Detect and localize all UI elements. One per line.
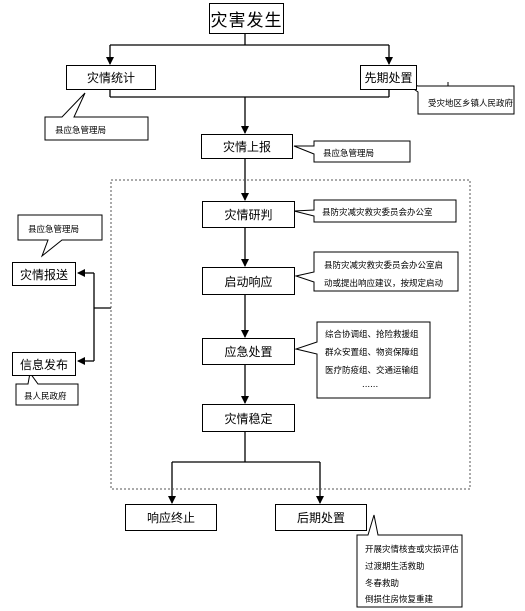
note-activate-agency-1: 县防灾减灾救灾委员会办公室启: [324, 261, 444, 271]
note-aftermath-item-1: 开展灾情核查或灾损评估: [365, 545, 459, 555]
note-aftermath-item-2: 过渡期生活救助: [365, 562, 425, 572]
callout-bubble: [294, 321, 431, 399]
node-disaster-occurs: 灾害发生: [209, 3, 284, 34]
note-handling-group-1: 综合协调组、抢险救援组: [325, 330, 419, 340]
note-handling-group-4: ......: [362, 380, 379, 390]
note-aftermath-item-4: 倒损住房恢复重建: [365, 595, 434, 605]
node-aftermath: 后期处置: [275, 504, 367, 531]
note-aftermath-item-3: 冬春救助: [365, 579, 400, 589]
node-emergency-handling: 应急处置: [202, 338, 295, 365]
note-report-agency: 县应急管理局: [323, 149, 375, 159]
note-handling-group-2: 群众安置组、物资保障组: [325, 348, 419, 358]
callout-bubble: [293, 140, 411, 163]
node-disaster-report-send: 灾情报送: [12, 262, 76, 286]
note-release-agency: 县人民政府: [24, 392, 67, 402]
response-frame: [110, 179, 471, 490]
node-disaster-assessment: 灾情研判: [202, 201, 295, 228]
node-initial-response: 先期处置: [360, 65, 417, 90]
node-disaster-stable: 灾情稳定: [202, 404, 295, 432]
note-handling-group-3: 医疗防疫组、交通运输组: [325, 366, 419, 376]
node-response-end: 响应终止: [125, 504, 217, 531]
note-stat-agency: 县应急管理局: [55, 126, 107, 136]
node-info-release: 信息发布: [12, 352, 76, 376]
callout-bubble: [293, 199, 457, 223]
note-assessment-agency: 县防灾减灾救灾委员会办公室: [322, 208, 433, 218]
node-disaster-report: 灾情上报: [201, 134, 293, 159]
note-activate-agency-2: 动或提出响应建议，按规定启动: [324, 279, 444, 289]
callout-bubble: [356, 514, 463, 608]
callout-bubble: [44, 92, 149, 141]
node-disaster-statistics: 灾情统计: [66, 65, 156, 90]
callout-bubble: [15, 371, 79, 406]
callout-bubble: [17, 214, 103, 258]
callout-bubble: [294, 251, 459, 292]
note-initial-agency: 受灾地区乡镇人民政府: [428, 99, 514, 109]
node-activate-response: 启动响应: [202, 267, 295, 295]
note-send-agency: 县应急管理局: [28, 225, 80, 235]
